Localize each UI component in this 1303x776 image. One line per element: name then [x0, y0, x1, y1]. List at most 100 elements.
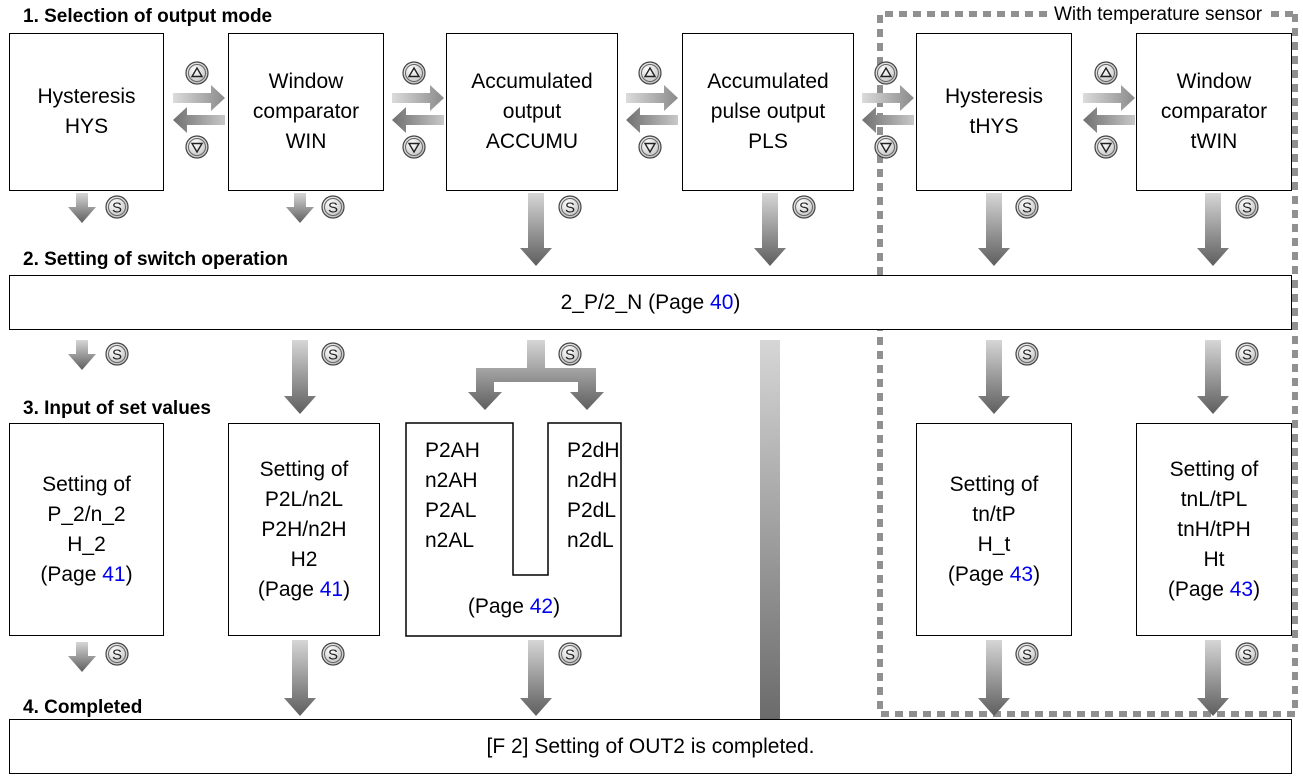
set-button-icon [558, 642, 582, 666]
accumu-param: n2dL [567, 529, 614, 552]
mode-code: WIN [285, 130, 327, 153]
page-ref-suffix: ) [1033, 562, 1041, 586]
set-values-param: P_2/n_2 [47, 502, 126, 526]
up-button-icon [874, 61, 898, 85]
mode-label: Hysteresis [944, 85, 1044, 108]
set-button-icon [558, 342, 582, 366]
mode-label: Accumulated [707, 70, 829, 93]
accumu-param: P2dH [567, 439, 620, 462]
mode-arrows [173, 85, 1135, 133]
set-values-param: tnH/tPH [1177, 517, 1251, 541]
mode-code: PLS [748, 130, 788, 153]
set-button-icon [1235, 342, 1259, 366]
accumu-param: n2AH [425, 469, 478, 492]
down-button-icon [402, 135, 426, 159]
page-ref-suffix: ) [125, 562, 133, 586]
mode-label: Window [1176, 70, 1252, 93]
set-values-param: tn/tP [972, 502, 1016, 526]
heading-input-set-values: 3. Input of set values [23, 398, 211, 419]
down-button-icon [185, 135, 209, 159]
page-link[interactable]: 43 [1229, 577, 1254, 601]
set-values-box-win: Setting of P2L/n2L P2H/n2H H2 (Page 41) [228, 423, 380, 636]
set-button-icon [792, 195, 816, 219]
set-button-icon [1015, 642, 1039, 666]
set-button-icon [321, 342, 345, 366]
page-ref-suffix: ) [553, 595, 561, 618]
set-values-box-hys: Setting of P_2/n_2 H_2 (Page 41) [9, 423, 164, 636]
page-ref-prefix: (Page [467, 595, 530, 618]
completed-box: [F 2] Setting of OUT2 is completed. [9, 719, 1292, 774]
up-button-icon [1094, 61, 1118, 85]
mode-box-win: Window comparator WIN [228, 33, 384, 191]
set-values-label: Setting of [1169, 457, 1259, 481]
mode-label: pulse output [710, 100, 826, 123]
set-button-icon [1015, 195, 1039, 219]
mode-label: comparator [252, 100, 360, 123]
completed-text: [F 2] Setting of OUT2 is completed. [486, 734, 815, 758]
set-values-label: Setting of [949, 472, 1039, 496]
accumu-page-ref: (Page 42) [405, 592, 623, 622]
set-values-param: P2L/n2L [264, 487, 344, 511]
heading-switch-operation: 2. Setting of switch operation [23, 249, 288, 270]
page-link[interactable]: 42 [529, 595, 554, 618]
accumu-params-left: P2AH n2AH P2AL n2AL [425, 436, 480, 556]
mode-box-twin: Window comparator tWIN [1136, 33, 1292, 191]
set-values-label: Setting of [42, 472, 131, 496]
page-ref-prefix: (Page [257, 577, 320, 601]
set-button-icon [321, 642, 345, 666]
set-button-icon [1015, 342, 1039, 366]
set-values-param: H2 [290, 547, 318, 571]
set-button-icon [321, 195, 345, 219]
temp-sensor-note: With temperature sensor [1050, 4, 1267, 26]
up-button-icon [402, 61, 426, 85]
set-values-param: Ht [1203, 547, 1225, 571]
mode-box-pls: Accumulated pulse output PLS [682, 33, 854, 191]
accumu-param: P2AL [425, 499, 477, 522]
page-ref-suffix: ) [1253, 577, 1261, 601]
up-button-icon [638, 61, 662, 85]
mode-code: tWIN [1190, 130, 1238, 153]
set-values-box-thys: Setting of tn/tP H_t (Page 43) [916, 423, 1072, 636]
set-button-icon [105, 195, 129, 219]
set-values-param: H_2 [67, 532, 106, 556]
set-values-box-accumu [405, 422, 622, 637]
mode-code: tHYS [969, 115, 1019, 138]
page-link[interactable]: 43 [1009, 562, 1034, 586]
heading-selection-output-mode: 1. Selection of output mode [23, 6, 273, 27]
set-button-icon [558, 195, 582, 219]
accumu-param: P2dL [567, 499, 617, 522]
set-values-param: tnL/tPL [1180, 487, 1248, 511]
switch-operation-box: 2_P/2_N (Page 40) [9, 275, 1292, 330]
flow-arrows [68, 193, 1229, 765]
down-button-icon [638, 135, 662, 159]
set-button-icon [105, 642, 129, 666]
set-values-label: Setting of [259, 457, 349, 481]
page-link[interactable]: 41 [319, 577, 344, 601]
accumu-param: n2AL [425, 529, 475, 552]
down-button-icon [1094, 135, 1118, 159]
mode-label: Window [268, 70, 344, 93]
set-values-param: H_t [977, 532, 1011, 556]
set-values-box-twin: Setting of tnL/tPL tnH/tPH Ht (Page 43) [1136, 423, 1292, 636]
accumu-param: P2AH [425, 439, 480, 462]
page-link[interactable]: 40 [710, 290, 734, 314]
set-values-param: P2H/n2H [261, 517, 347, 541]
page-ref-suffix: ) [343, 577, 351, 601]
down-button-icon [874, 135, 898, 159]
mode-label: output [502, 100, 562, 123]
page-link[interactable]: 41 [102, 562, 126, 586]
heading-completed: 4. Completed [23, 697, 143, 718]
mode-label: Hysteresis [37, 85, 136, 108]
accumu-param: n2dH [567, 469, 618, 492]
set-button-icon [105, 342, 129, 366]
switch-operation-text: 2_P/2_N (Page [560, 290, 711, 314]
mode-code: ACCUMU [485, 130, 579, 153]
up-button-icon [185, 61, 209, 85]
mode-box-thys: Hysteresis tHYS [916, 33, 1072, 191]
mode-code: HYS [64, 115, 109, 138]
page-ref-prefix: (Page [947, 562, 1010, 586]
mode-label: comparator [1160, 100, 1268, 123]
mode-box-hys: Hysteresis HYS [9, 33, 164, 191]
accumu-params-right: P2dH n2dH P2dL n2dL [567, 436, 620, 556]
